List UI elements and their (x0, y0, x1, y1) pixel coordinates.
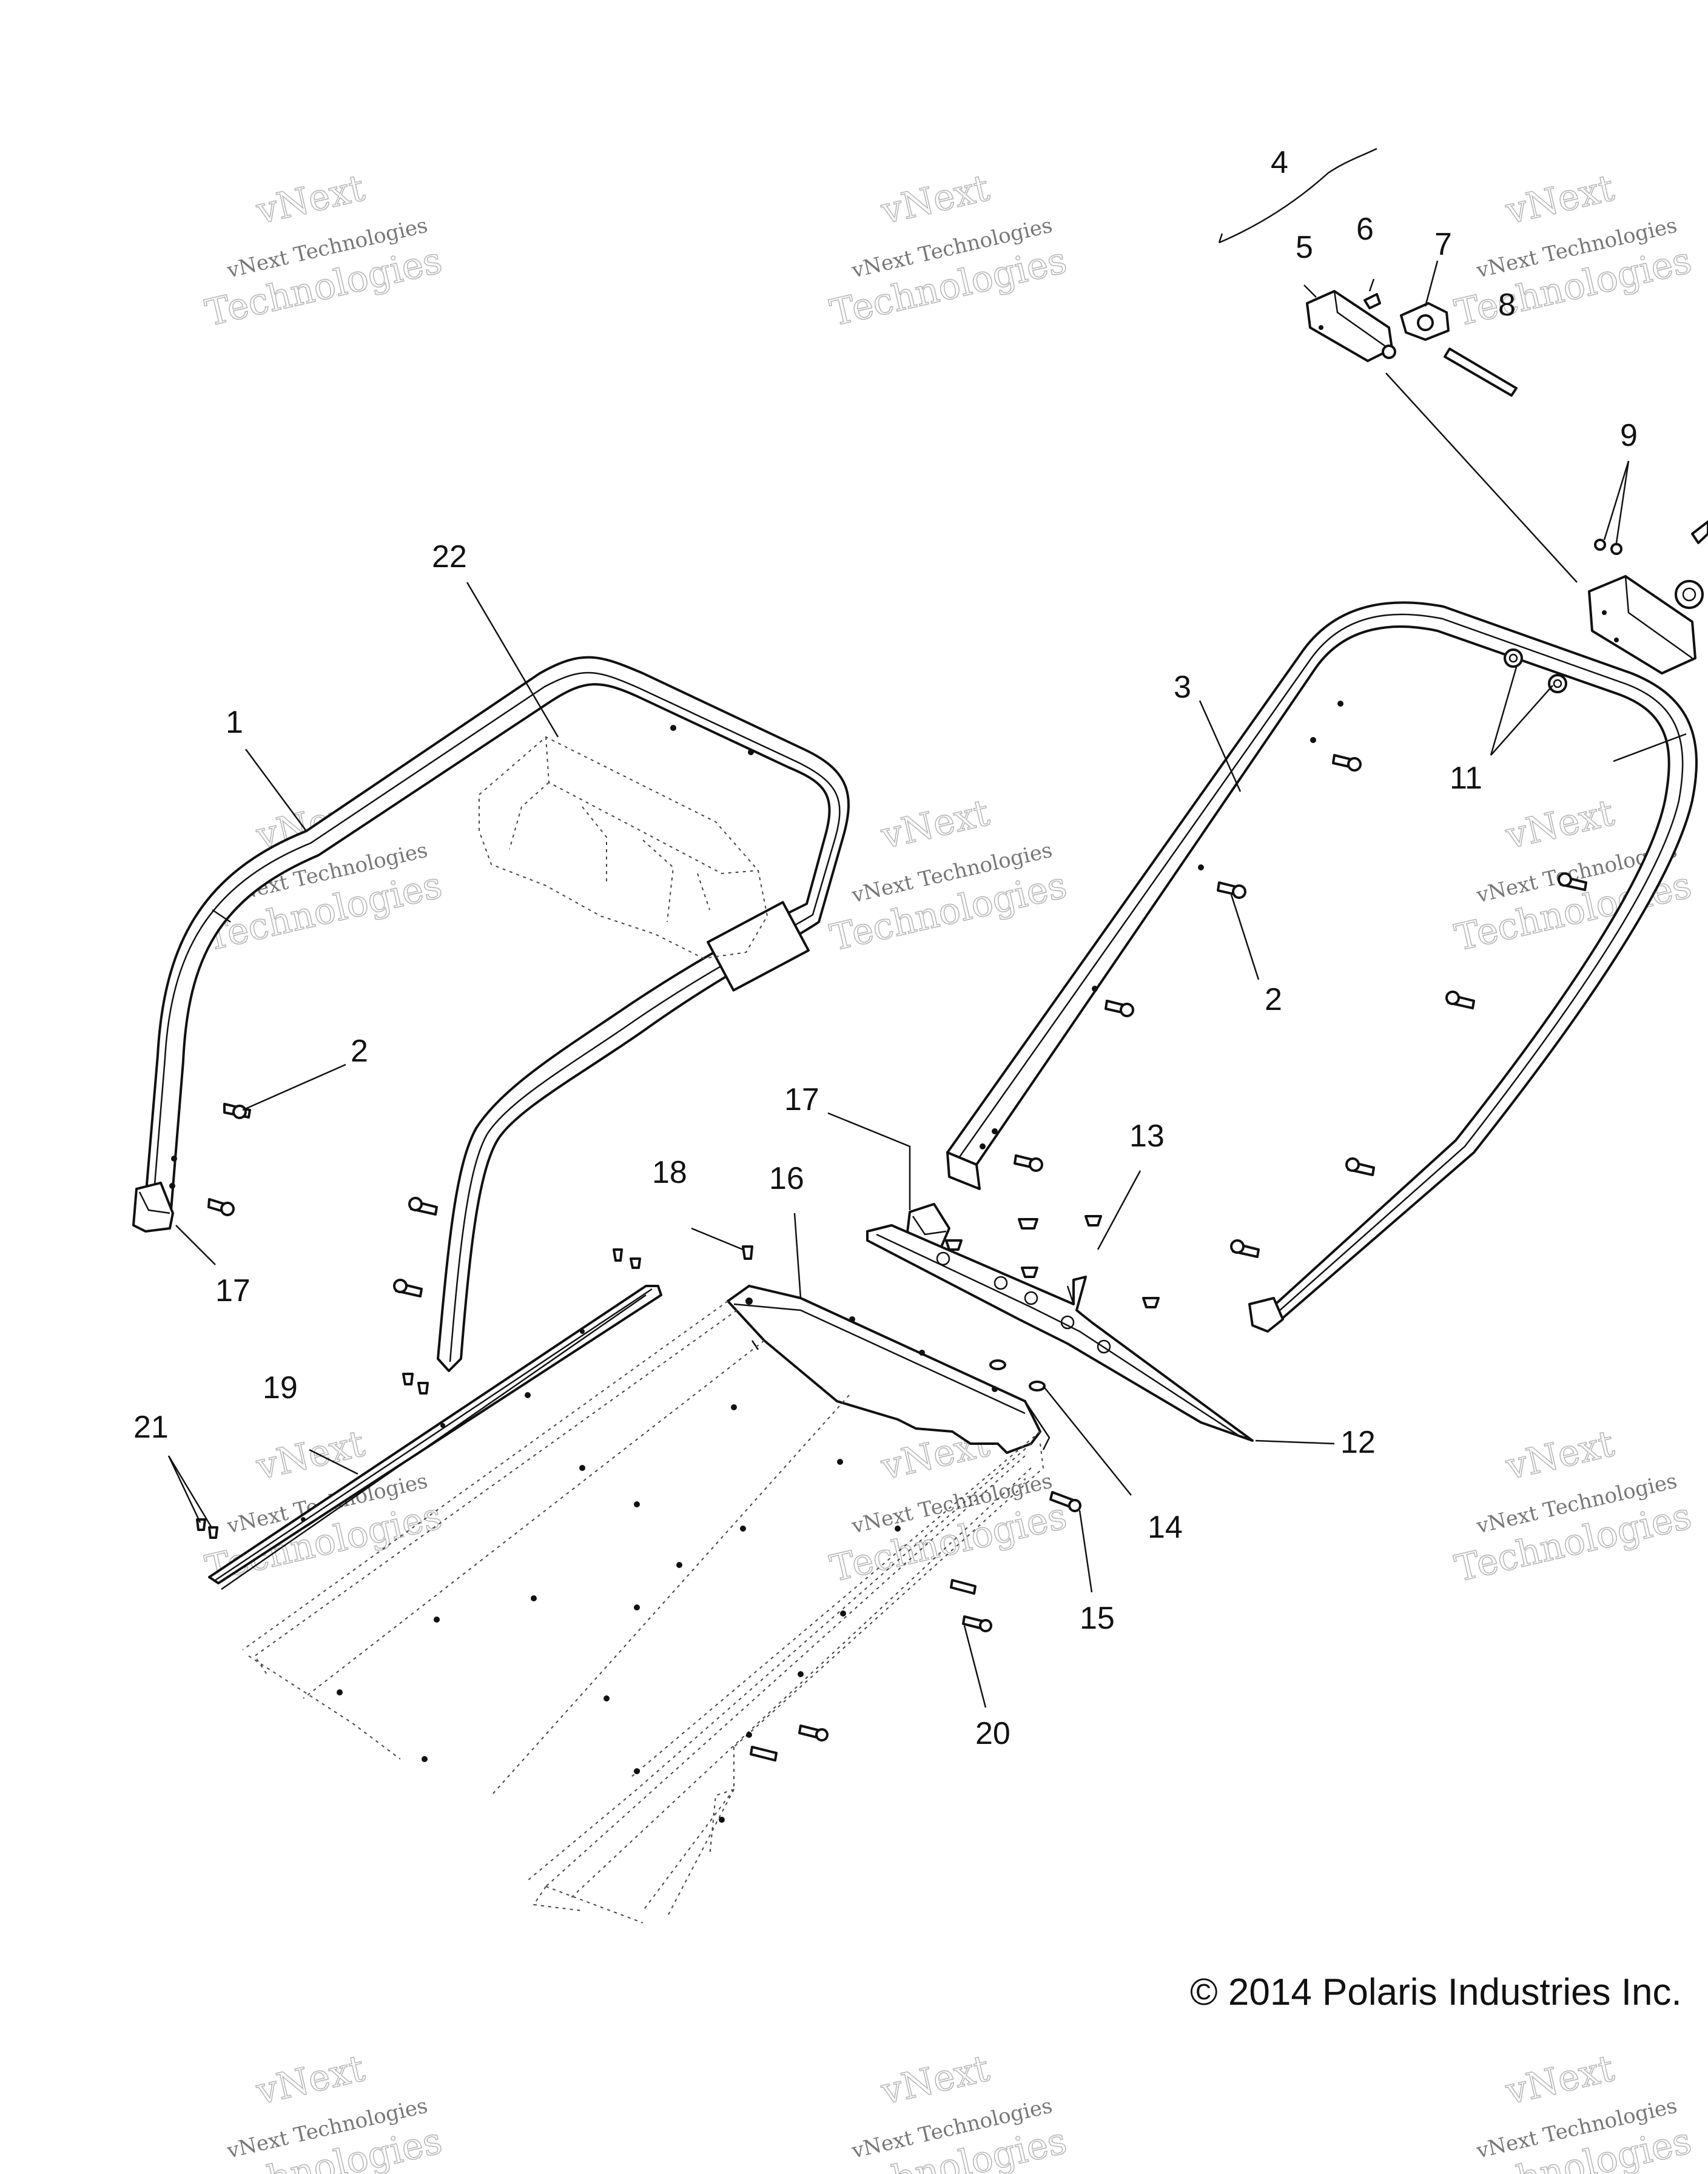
hinge-pin-part-8 (1444, 348, 1518, 397)
clip-part-6 (1363, 293, 1381, 309)
callout-11: 11 (1450, 761, 1482, 796)
svg-text:vNext: vNext (1502, 167, 1618, 233)
callout-15: 15 (1080, 1601, 1115, 1636)
svg-text:vNext: vNext (877, 2047, 994, 2113)
watermark: vNext vNext Technologies Technologies (201, 166, 446, 335)
nuts-part-11 (1504, 648, 1567, 693)
watermark: vNext vNext Technologies Technologies (1451, 166, 1696, 335)
callout-2: 2 (351, 1034, 368, 1069)
watermark: vNext vNext Technologies Technologies (201, 791, 446, 960)
callout-9: 9 (1620, 418, 1638, 453)
cross-bracket-part-12 (866, 1224, 1254, 1442)
callout-4: 4 (1271, 145, 1288, 180)
bolt (1558, 872, 1587, 891)
leader-lines (167, 260, 1687, 1708)
svg-text:vNext: vNext (252, 167, 369, 233)
callout-16: 16 (769, 1161, 804, 1196)
hinge-kit-part-4 (1218, 147, 1377, 244)
callout-22: 22 (432, 539, 467, 574)
push-rivets-part-13 (945, 1215, 1160, 1308)
roll-bar-rear-part-3 (946, 601, 1698, 1333)
callout-7: 7 (1434, 227, 1452, 262)
svg-text:vNext: vNext (1502, 2047, 1618, 2113)
watermark: vNext vNext Technologies Technologies (201, 2047, 446, 2174)
bolt (393, 1279, 423, 1297)
watermark: vNext vNext Technologies Technologies (826, 166, 1071, 335)
callout-2: 2 (1265, 982, 1282, 1017)
watermark: vNext vNext Technologies Technologies (1451, 1422, 1696, 1591)
hinge-plate-part-7 (1400, 302, 1450, 341)
callout-17: 17 (215, 1273, 250, 1308)
svg-text:vNext: vNext (877, 167, 994, 233)
svg-text:vNext: vNext (1502, 792, 1618, 858)
svg-text:vNext: vNext (252, 2047, 369, 2113)
headrest-pad-part-22 (479, 736, 768, 960)
bolt (1345, 1157, 1375, 1176)
callout-6: 6 (1356, 212, 1374, 247)
assembly-leader-line (1385, 372, 1578, 583)
bolt (1230, 1239, 1260, 1258)
callout-18: 18 (652, 1155, 687, 1190)
bolt (1445, 991, 1475, 1009)
copyright-notice: © 2014 Polaris Industries Inc. (1190, 1971, 1682, 2013)
callout-19: 19 (263, 1370, 298, 1405)
bed-panel-part-16 (727, 1285, 1051, 1454)
washers-part-14 (989, 1359, 1046, 1392)
callout-17: 17 (784, 1082, 819, 1117)
callout-14: 14 (1148, 1510, 1183, 1545)
watermark: vNext vNext Technologies Technologies (201, 1422, 446, 1591)
svg-text:vNext: vNext (252, 1422, 369, 1489)
bolt-part-15 (1049, 1491, 1081, 1512)
watermark: vNext vNext Technologies Technologies (826, 2047, 1071, 2174)
callout-13: 13 (1129, 1119, 1165, 1154)
end-cap-part-17-left (132, 1182, 174, 1233)
callout-1: 1 (226, 705, 243, 740)
bolt (223, 1103, 251, 1119)
bolt (1332, 754, 1362, 772)
screws-part-21 (196, 1518, 218, 1539)
screw-part-18 (402, 1245, 753, 1395)
callouts: 1 2 2 3 4 5 6 7 8 9 11 12 13 14 15 16 17… (133, 145, 1638, 1751)
roll-bar-front-part-1 (143, 656, 850, 1372)
bolt (1014, 1154, 1043, 1172)
callout-21: 21 (133, 1410, 169, 1445)
bolt (1104, 1000, 1134, 1017)
bolts-part-2 (207, 754, 1587, 1297)
hinge-bracket-part-5 (1306, 290, 1396, 362)
watermarks: vNext vNext Technologies Technologies vN… (201, 166, 1696, 2174)
callout-20: 20 (975, 1716, 1010, 1751)
bolts-part-20 (750, 1579, 992, 1762)
hinge-mount-part-9-area (1588, 520, 1708, 675)
bolt (207, 1198, 235, 1216)
bolt (1217, 881, 1246, 899)
watermark: vNext vNext Technologies Technologies (1451, 2047, 1696, 2174)
cargo-bed-body (242, 1301, 1044, 1923)
bolt (408, 1197, 438, 1216)
svg-text:vNext: vNext (877, 792, 994, 858)
callout-5: 5 (1296, 230, 1313, 265)
side-rail-part-19 (208, 1285, 662, 1590)
callout-3: 3 (1174, 670, 1191, 705)
callout-8: 8 (1498, 288, 1516, 323)
callout-12: 12 (1340, 1425, 1376, 1460)
svg-text:vNext: vNext (1502, 1422, 1618, 1489)
